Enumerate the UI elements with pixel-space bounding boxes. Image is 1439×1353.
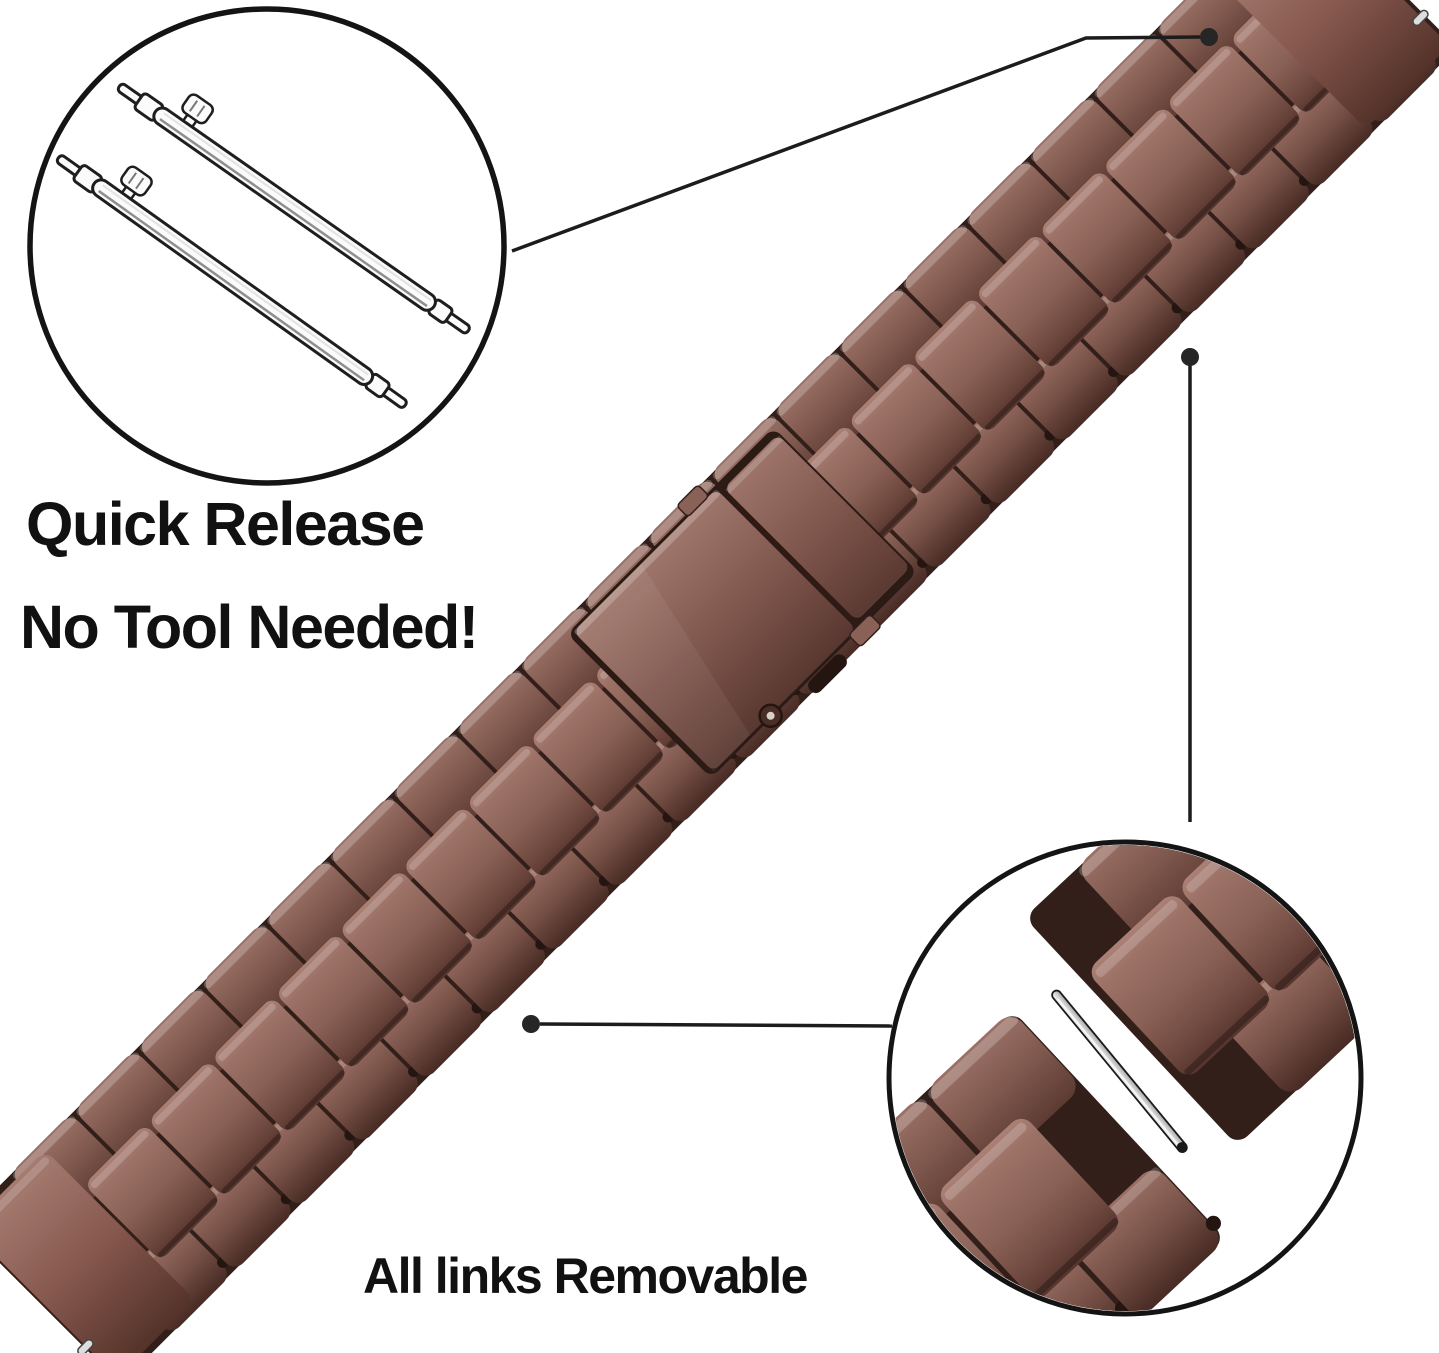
spring-bar-tip-icon [77,1338,94,1353]
removable-links-inset-circle [886,839,1364,1317]
quick-release-subtitle: No Tool Needed! [20,593,479,661]
annotation-dot [522,1015,540,1033]
clasp-release-tab [677,485,709,517]
link-pin-icon [1051,989,1188,1153]
all-links-caption: All links Removable [363,1248,808,1304]
quick-release-inset-bg [30,9,504,483]
clasp [571,431,914,774]
end-link-top [1221,0,1439,124]
quick-release-title: Quick Release [26,490,425,558]
annotation-dot [1181,348,1199,366]
leader-line-quick-release [511,35,1201,253]
end-link-bottom [0,1154,191,1353]
spring-bar-tip-icon [1412,9,1429,27]
clasp-release-tab [849,614,881,647]
annotation-dot [1200,28,1218,46]
quick-release-inset-circle [27,6,507,486]
leader-line-band-lower [539,1022,893,1028]
clasp-slot [808,654,847,694]
